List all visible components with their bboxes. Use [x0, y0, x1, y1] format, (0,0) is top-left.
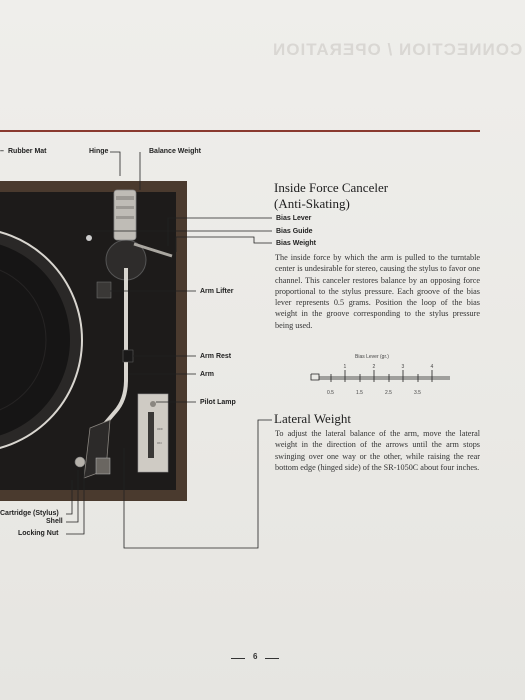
page-number: 6 — [253, 652, 258, 661]
label-hinge: Hinge — [89, 148, 109, 155]
scale-top-label: 3 — [402, 364, 405, 370]
svg-text:OFF: OFF — [157, 427, 163, 431]
arm-lifter — [96, 281, 112, 299]
scale-top-label: 2 — [373, 364, 376, 370]
label-shell: Shell — [46, 518, 63, 525]
scale-top-label: 4 — [431, 364, 434, 370]
bias-lever-scale: Bias Lever (gr.) 0.5 1.5 2.5 3.5 1 2 3 4 — [310, 354, 450, 396]
scale-bottom-label: 3.5 — [414, 390, 421, 396]
header-rule — [0, 130, 480, 132]
label-locking-nut: Locking Nut — [18, 530, 59, 537]
label-balance-weight: Balance Weight — [149, 148, 201, 155]
arm-rest — [122, 349, 134, 363]
rubber-mat-dash: – — [0, 148, 4, 155]
cartridge — [95, 457, 111, 475]
bleed-through-header: CONNECTION / OPERATION — [272, 40, 523, 59]
heading-line-2: (Anti-Skating) — [274, 196, 350, 211]
balance-weight — [113, 189, 137, 241]
scale-top-label: 1 — [344, 364, 347, 370]
pilot-lamp — [150, 401, 156, 407]
scale-bottom-label: 1.5 — [356, 390, 363, 396]
page-number-dash-right — [265, 658, 279, 659]
label-pilot-lamp: Pilot Lamp — [200, 399, 236, 406]
inside-force-body: The inside force by which the arm is pul… — [275, 253, 480, 330]
label-arm-rest: Arm Rest — [200, 353, 232, 360]
locking-nut — [74, 456, 86, 468]
turntable-illustration: OFF ON — [0, 151, 272, 549]
label-bias-lever: Bias Lever — [276, 215, 312, 222]
label-arm-lifter: Arm Lifter — [200, 288, 234, 295]
label-bias-weight: Bias Weight — [276, 240, 316, 247]
tonearm — [96, 268, 128, 434]
label-bias-guide: Bias Guide — [276, 228, 313, 235]
section-heading-lateral-weight: Lateral Weight — [274, 411, 352, 426]
scale-bottom-label: 0.5 — [327, 390, 334, 396]
scale-title: Bias Lever (gr.) — [355, 354, 389, 360]
bias-guide — [86, 235, 92, 241]
rubber-mat — [0, 244, 70, 436]
page-number-dash-left — [231, 658, 245, 659]
label-rubber-mat: Rubber Mat — [8, 148, 47, 155]
label-arm: Arm — [200, 371, 215, 378]
svg-text:ON: ON — [157, 441, 162, 445]
lateral-weight-body: To adjust the lateral balance of the arm… — [275, 429, 480, 472]
label-cartridge: Cartridge (Stylus) — [0, 510, 59, 517]
heading-line-1: Inside Force Canceler — [274, 180, 389, 195]
bias-lever — [133, 242, 173, 258]
scale-bottom-label: 2.5 — [385, 390, 392, 396]
section-heading-inside-force: Inside Force Canceler (Anti-Skating) — [274, 180, 388, 212]
